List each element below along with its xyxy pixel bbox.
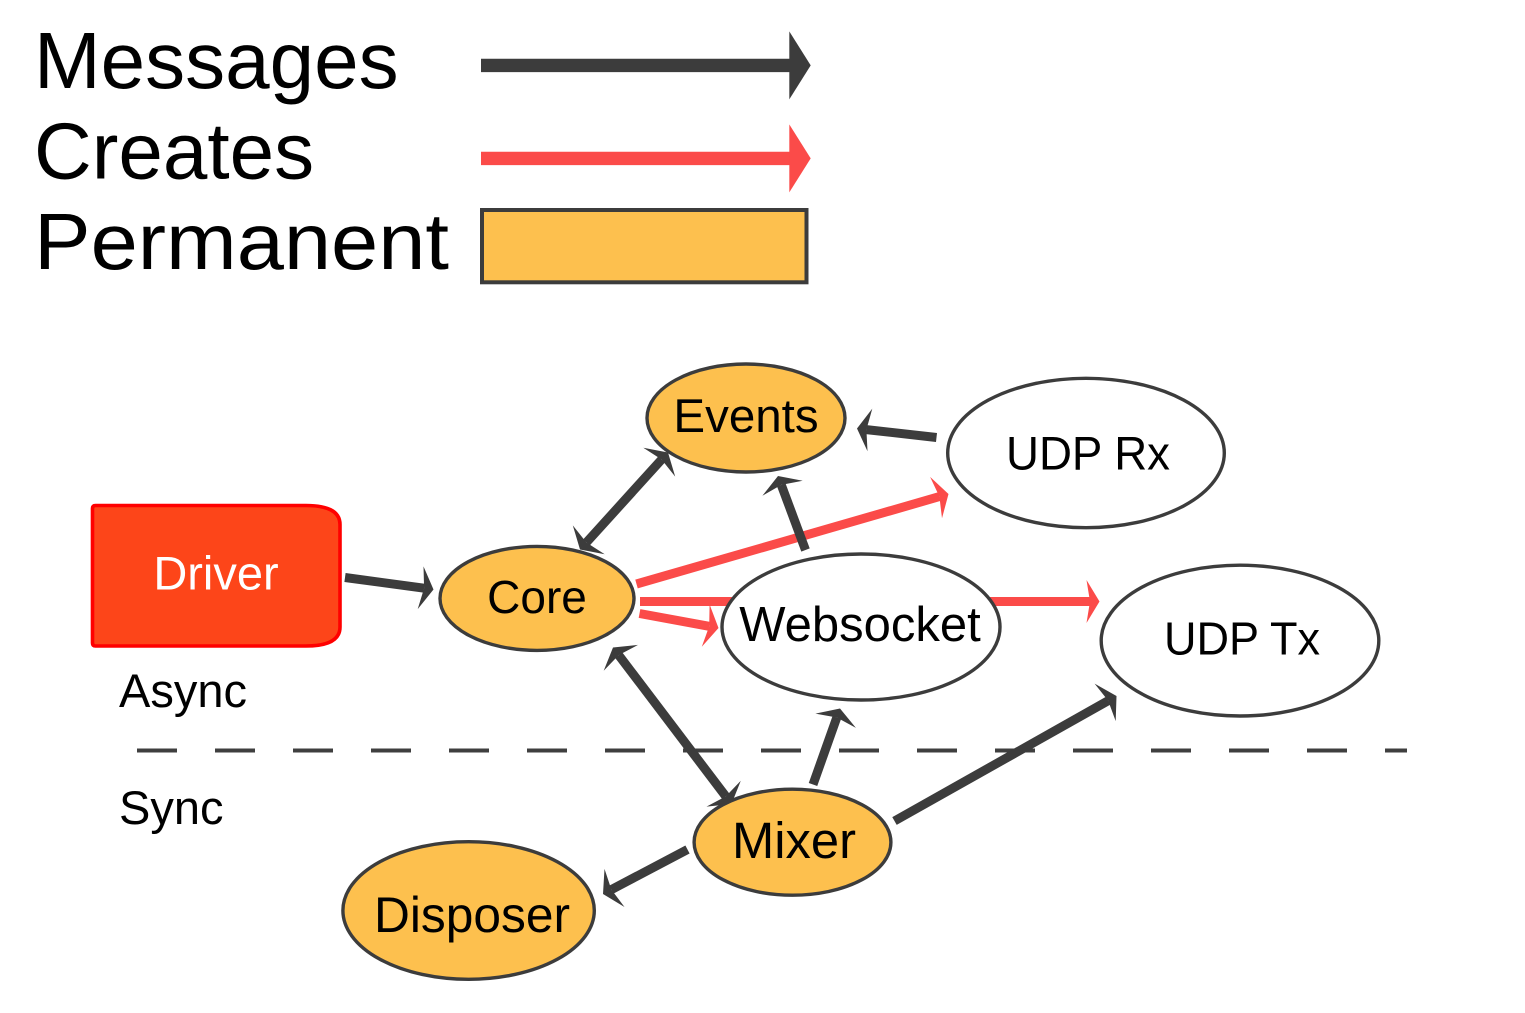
svg-text:Messages: Messages	[34, 16, 399, 105]
svg-text:Disposer: Disposer	[374, 887, 570, 943]
svg-text:Sync: Sync	[119, 781, 224, 834]
svg-text:Events: Events	[673, 390, 818, 443]
svg-text:Driver: Driver	[153, 547, 278, 600]
svg-text:Creates: Creates	[34, 107, 314, 196]
svg-text:Permanent: Permanent	[34, 197, 449, 286]
svg-text:Websocket: Websocket	[739, 598, 981, 652]
svg-text:Core: Core	[487, 571, 587, 623]
svg-text:Mixer: Mixer	[732, 812, 856, 869]
svg-text:UDP Rx: UDP Rx	[1006, 427, 1170, 480]
svg-text:Async: Async	[119, 664, 247, 717]
svg-text:UDP Tx: UDP Tx	[1164, 613, 1320, 665]
